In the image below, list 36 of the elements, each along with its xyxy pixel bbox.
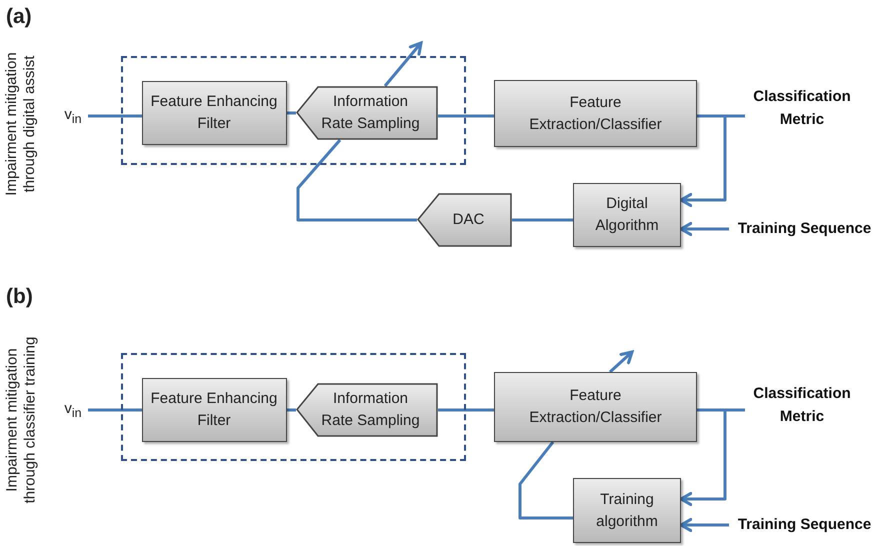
connector-arrow	[679, 518, 729, 532]
connector-arrow	[679, 408, 726, 506]
block-label: Training algorithm	[595, 490, 659, 532]
dashed-group-frame	[121, 56, 466, 165]
connector-arrow	[679, 114, 726, 208]
process-block	[573, 183, 681, 247]
signal-label: Classification Metric	[745, 86, 859, 132]
input-signal-label: v$_{in}$	[58, 103, 88, 127]
block-label: Digital Algorithm	[594, 194, 660, 236]
block-label: Information Rate Sampling	[320, 92, 421, 134]
block-label: Feature Enhancing Filter	[150, 388, 278, 430]
process-block	[142, 378, 286, 442]
block-label: Feature Extraction/Classifier	[529, 92, 662, 134]
rotated-side-caption: Impairment mitigation through classifier training	[3, 336, 39, 506]
converter-block	[296, 86, 438, 140]
connector-arrow	[609, 350, 634, 374]
block-label: Information Rate Sampling	[320, 388, 421, 430]
signal-label: Training Sequence	[729, 218, 880, 240]
input-signal-label: v$_{in}$	[58, 397, 88, 421]
rotated-side-caption: Impairment mitigation through digital assist	[3, 51, 39, 198]
process-block	[494, 372, 697, 442]
process-block	[573, 478, 681, 543]
block-label: Feature Extraction/Classifier	[529, 386, 662, 428]
panel-letter: (a)	[6, 4, 33, 30]
block-label: DAC	[452, 210, 486, 230]
dashed-group-frame	[121, 353, 466, 461]
converter-block	[417, 193, 512, 247]
signal-label: Training Sequence	[729, 514, 880, 536]
block-label: Feature Enhancing Filter	[150, 92, 278, 134]
process-block	[494, 80, 697, 147]
connector-arrow	[384, 41, 423, 87]
connector-arrow	[679, 222, 729, 236]
process-block	[142, 80, 286, 144]
panel-letter: (b)	[6, 284, 34, 310]
converter-block	[296, 382, 438, 436]
signal-label: Classification Metric	[745, 383, 859, 429]
